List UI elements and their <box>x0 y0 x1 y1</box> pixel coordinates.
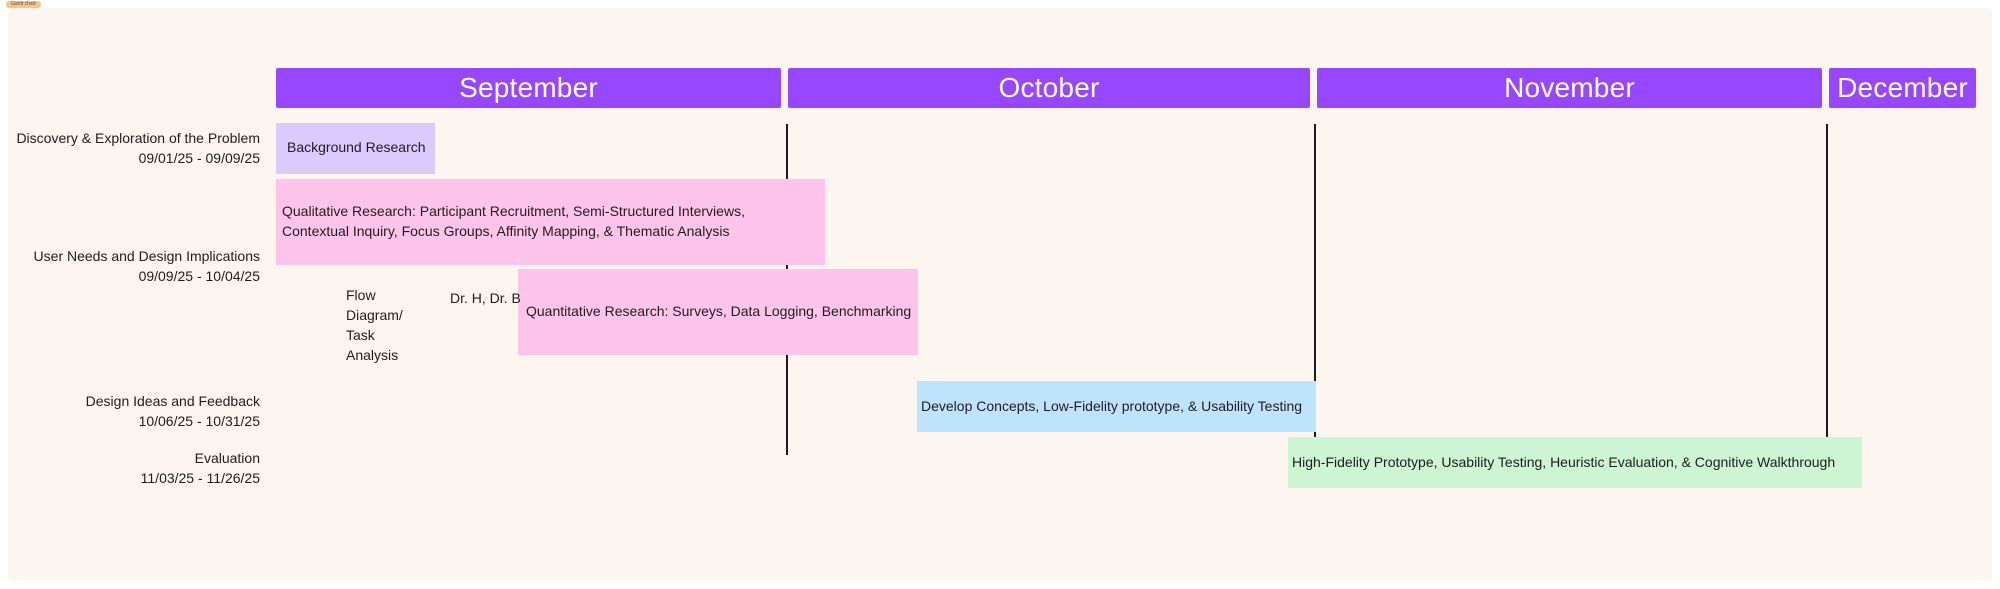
note-flow-diagram[interactable]: Flow Diagram/ Task Analysis <box>346 287 403 363</box>
task-bar-high-fidelity-prototype[interactable]: High-Fidelity Prototype, Usability Testi… <box>1288 437 1862 488</box>
phase-name: Discovery & Exploration of the Problem <box>16 130 260 146</box>
task-bar-qualitative-research[interactable]: Qualitative Research: Participant Recrui… <box>276 179 825 265</box>
section-label[interactable]: Gantt chart <box>6 1 41 8</box>
task-bar-quantitative-research[interactable]: Quantitative Research: Surveys, Data Log… <box>518 269 918 355</box>
phase-name: Design Ideas and Feedback <box>85 393 260 409</box>
phase-dates: 10/06/25 - 10/31/25 <box>138 413 260 429</box>
phase-label-evaluation[interactable]: Evaluation 11/03/25 - 11/26/25 <box>141 448 260 488</box>
month-header-october[interactable]: October <box>788 68 1310 108</box>
phase-label-discovery[interactable]: Discovery & Exploration of the Problem 0… <box>16 128 260 168</box>
divider-line-november[interactable] <box>1314 124 1316 455</box>
phase-dates: 09/01/25 - 09/09/25 <box>138 150 260 166</box>
task-bar-develop-concepts[interactable]: Develop Concepts, Low-Fidelity prototype… <box>917 381 1316 432</box>
phase-name: Evaluation <box>194 450 260 466</box>
note-advisors[interactable]: Dr. H, Dr. B <box>450 290 521 306</box>
month-header-september[interactable]: September <box>276 68 781 108</box>
divider-line-december[interactable] <box>1826 124 1828 455</box>
phase-label-design-ideas[interactable]: Design Ideas and Feedback 10/06/25 - 10/… <box>86 391 260 431</box>
month-header-november[interactable]: November <box>1317 68 1822 108</box>
phase-dates: 11/03/25 - 11/26/25 <box>140 470 260 486</box>
phase-name: User Needs and Design Implications <box>33 248 260 264</box>
month-header-december[interactable]: December <box>1829 68 1976 108</box>
phase-dates: 09/09/25 - 10/04/25 <box>138 268 260 284</box>
phase-label-user-needs[interactable]: User Needs and Design Implications 09/09… <box>34 246 260 286</box>
task-bar-background-research[interactable]: Background Research <box>276 123 435 174</box>
